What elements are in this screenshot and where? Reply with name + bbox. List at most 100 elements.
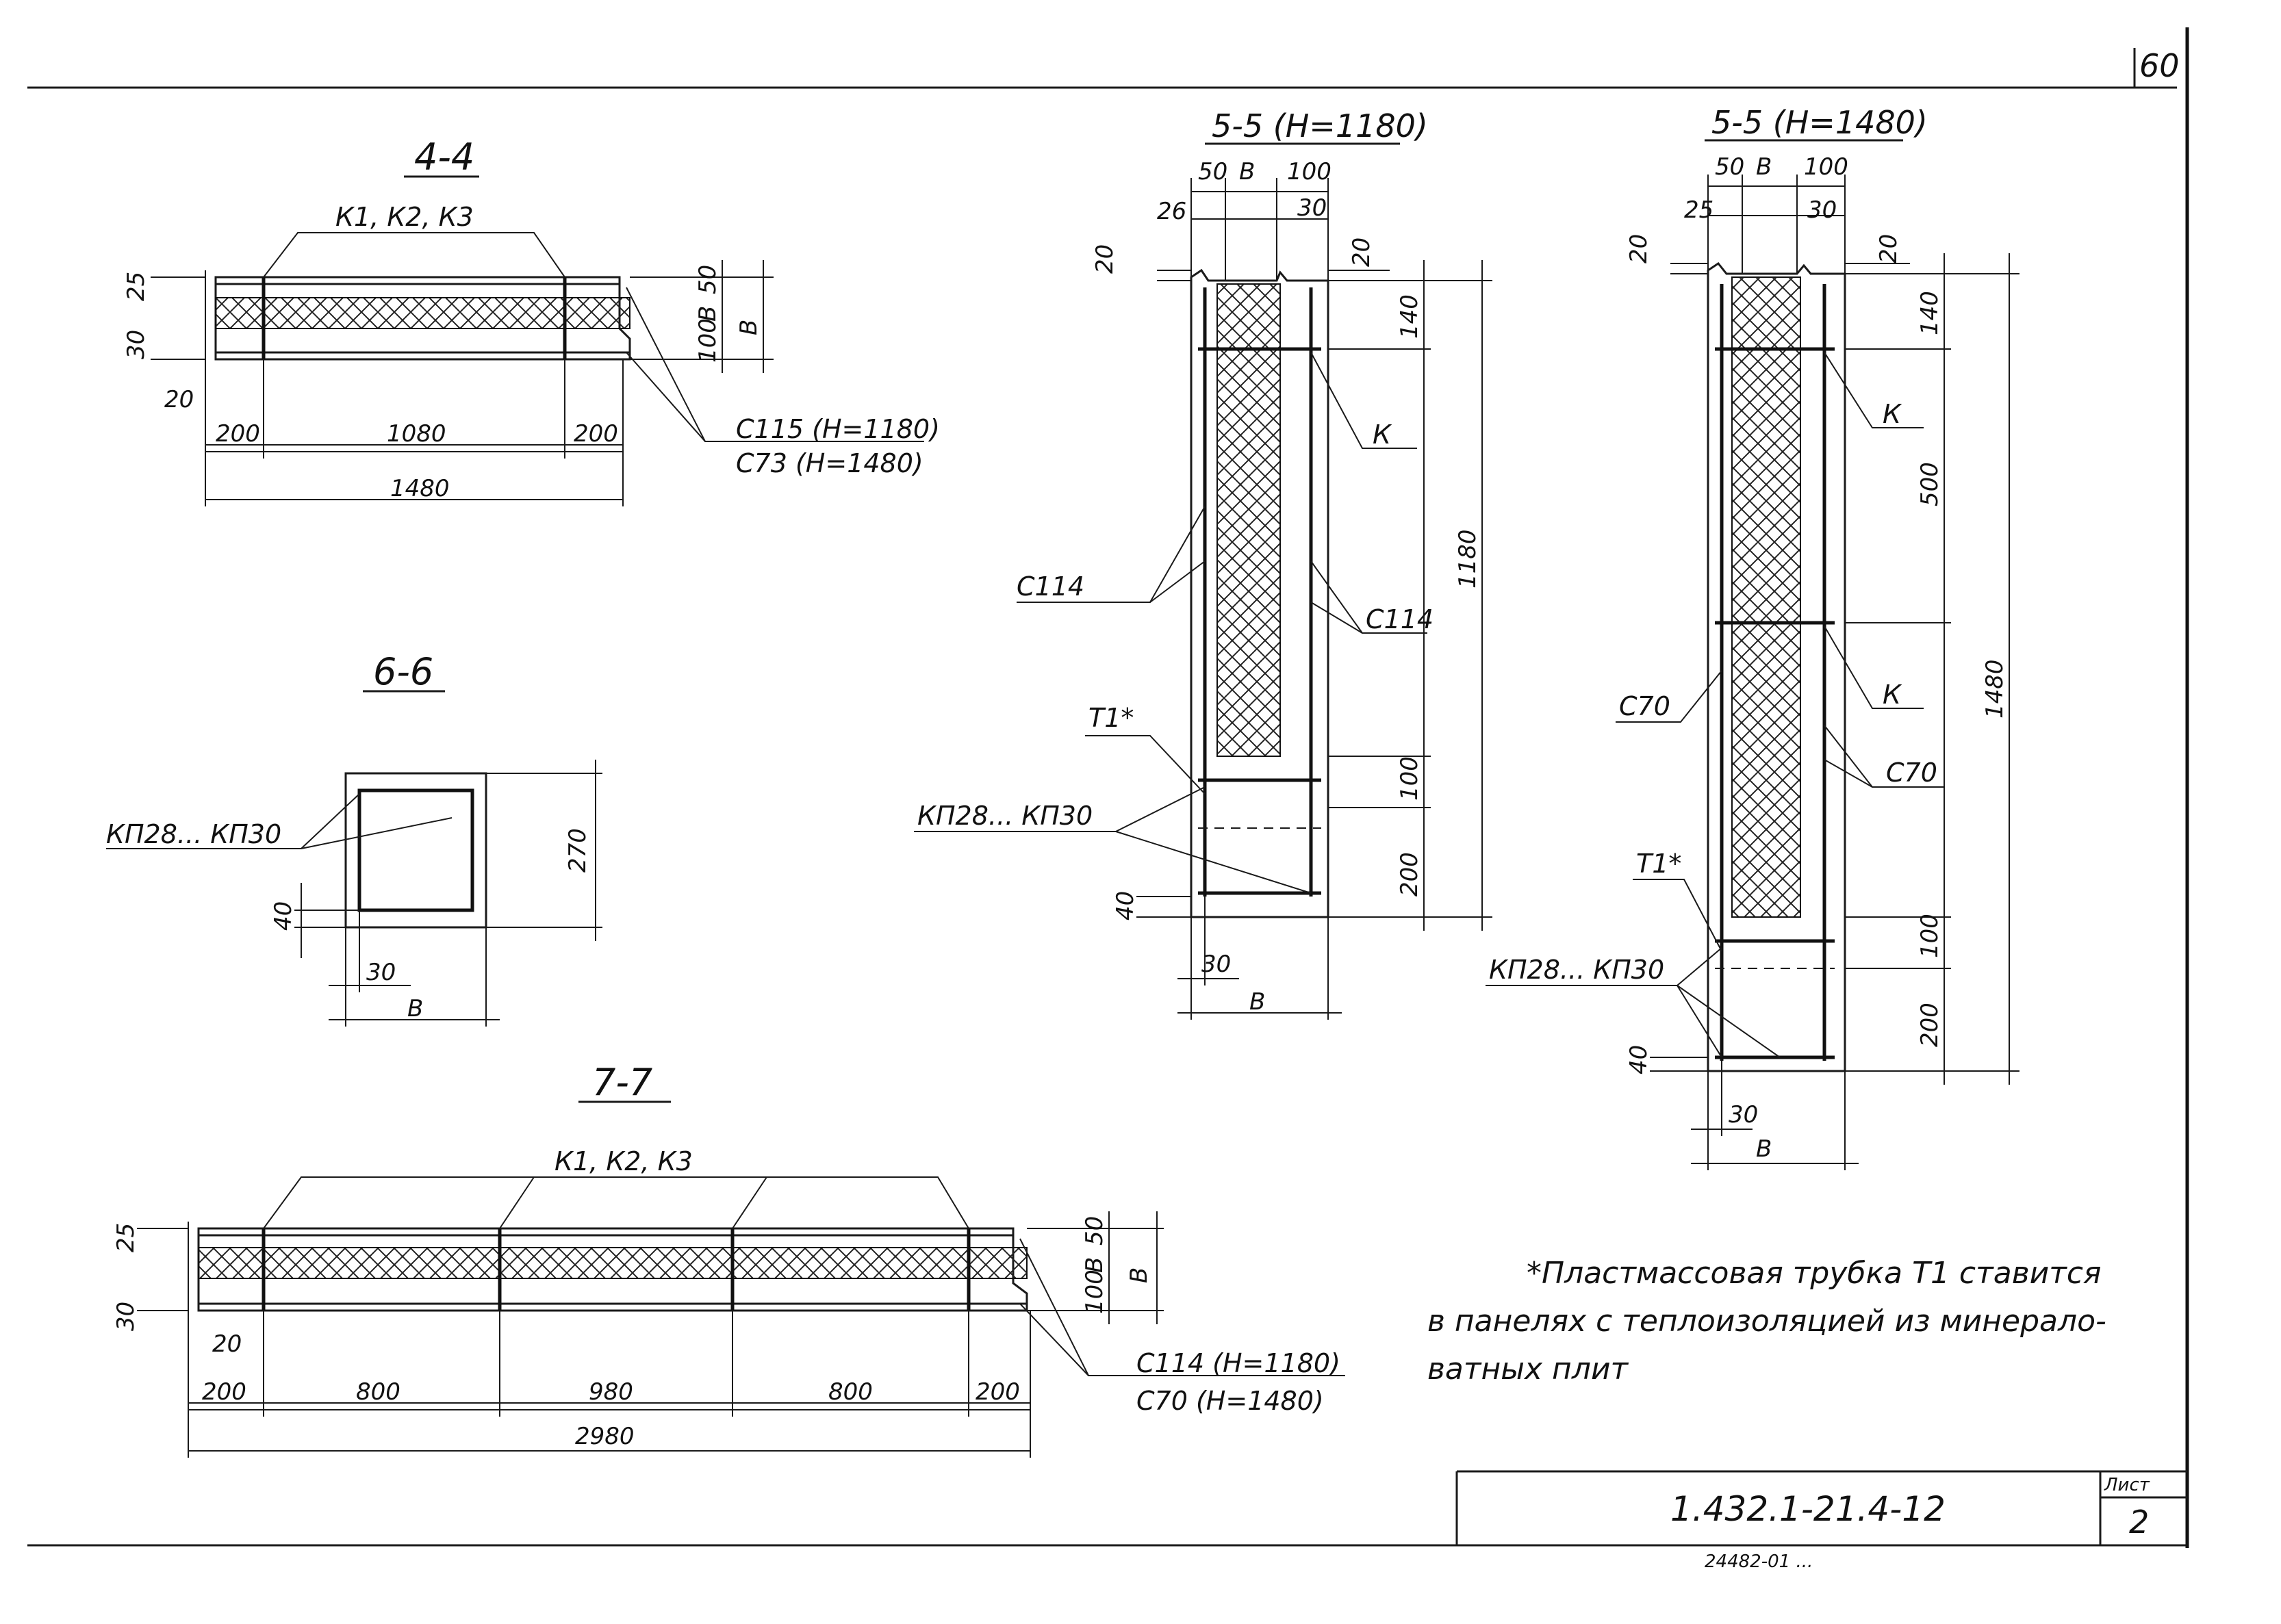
dim-5-5a-Bb: В [1249, 988, 1265, 1016]
dim-7-7-bottom-1: 200 [202, 1378, 246, 1406]
dim-7-7-overall: 2980 [575, 1423, 635, 1450]
insulation-5-5a [1216, 283, 1281, 757]
section-4-4: 4-4 К1, К2, К3 25 30 20 200 1080 200 148… [123, 136, 940, 506]
dim-4-4-left-2: 30 [123, 330, 150, 359]
section-4-4-title: 4-4 [414, 136, 474, 179]
dim-5-5a-30b: 30 [1201, 951, 1231, 978]
dim-6-6-width: В [407, 995, 423, 1022]
dim-4-4-bottom-1: 200 [216, 420, 260, 448]
section-5-5a-title: 5-5 (Н=1180) [1212, 107, 1428, 144]
label-5-5b-K1: К [1883, 399, 1902, 429]
dim-7-7-bottom-4: 800 [828, 1378, 873, 1406]
section-7-7: 7-7 К1, К2, К3 25 30 20 200 800 980 [112, 1061, 1345, 1458]
dim-4-4-overall: 1480 [390, 475, 450, 502]
label-5-5b-C70-right: С70 [1886, 758, 1937, 788]
label-5-5b-KP: КП28... КП30 [1489, 955, 1664, 985]
doc-code: 1.432.1-21.4-12 [1670, 1489, 1946, 1529]
insulation-layer-7-7 [198, 1247, 1028, 1279]
dim-5-5a-30: 30 [1297, 194, 1327, 222]
rebar-label-4-4-2: С73 (Н=1480) [736, 448, 923, 478]
dim-5-5b-100b: 100 [1916, 914, 1944, 958]
section-6-6: 6-6 270 40 30 В КП28... КП30 [106, 650, 602, 1027]
dim-7-7-bottom-3: 980 [589, 1378, 633, 1406]
label-6-6: КП28... КП30 [106, 819, 281, 849]
dim-5-5b-30: 30 [1807, 196, 1837, 224]
dim-5-5a-20-right: 20 [1348, 237, 1375, 267]
label-5-5a-T1: Т1* [1088, 703, 1134, 733]
footnote-line-1: *Пластмассовая трубка Т1 ставится [1527, 1256, 2102, 1291]
sheet-label: Лист [2104, 1475, 2150, 1495]
dim-5-5a-B: В [1239, 158, 1255, 185]
dim-5-5b-B: В [1756, 153, 1772, 181]
dim-5-5b-30b: 30 [1729, 1101, 1758, 1129]
dim-5-5a-40: 40 [1112, 891, 1139, 920]
label-5-5b-K2: К [1883, 680, 1902, 710]
dim-5-5a-140: 140 [1396, 294, 1423, 339]
dim-5-5a-50: 50 [1198, 158, 1227, 185]
label-5-5a-K: К [1373, 420, 1392, 450]
dim-5-5b-20-left: 20 [1625, 234, 1653, 263]
dim-7-7-right-2: В [1081, 1257, 1108, 1273]
section-6-6-title: 6-6 [373, 650, 433, 693]
dim-7-7-bottom-2: 800 [356, 1378, 400, 1406]
dim-5-5b-Bb: В [1756, 1135, 1772, 1163]
page-number: 60 [2139, 47, 2180, 84]
dim-5-5a-200: 200 [1396, 852, 1423, 897]
dim-5-5a-overall: 1180 [1454, 529, 1481, 589]
dim-5-5b-50: 50 [1715, 153, 1744, 181]
dim-5-5b-20-right: 20 [1875, 234, 1902, 263]
footnote-line-2: в панелях с теплоизоляцией из минерало- [1427, 1304, 2106, 1339]
dim-4-4-right-3: 100 [694, 318, 722, 363]
rebar-label-4-4-1: С115 (Н=1180) [736, 414, 940, 444]
dim-5-5b-500: 500 [1916, 462, 1944, 506]
section-5-5b-title: 5-5 (Н=1480) [1711, 104, 1928, 141]
dim-6-6-side: 30 [366, 959, 396, 986]
section-7-7-top-label: К1, К2, К3 [555, 1146, 693, 1176]
insulation-layer [215, 297, 630, 329]
dim-5-5b-140: 140 [1916, 291, 1944, 335]
dim-4-4-bottom-3: 200 [574, 420, 618, 448]
dim-5-5a-26: 26 [1157, 198, 1186, 225]
insulation-5-5b [1731, 276, 1801, 918]
rebar-label-7-7-2: С70 (Н=1480) [1136, 1386, 1324, 1416]
dim-5-5b-100: 100 [1804, 153, 1848, 181]
dim-7-7-bottom-5: 200 [976, 1378, 1020, 1406]
section-7-7-title: 7-7 [592, 1061, 652, 1104]
dim-6-6-height: 270 [564, 828, 591, 873]
dim-5-5a-20-left: 20 [1091, 244, 1119, 274]
dim-5-5a-100b: 100 [1396, 756, 1423, 801]
dim-7-7-left-1: 25 [112, 1223, 140, 1252]
label-5-5a-C114-left: С114 [1017, 571, 1084, 602]
dim-7-7-right-1: 50 [1081, 1216, 1108, 1246]
dim-7-7-right-3: 100 [1081, 1269, 1108, 1314]
rebar-label-7-7-1: С114 (Н=1180) [1136, 1348, 1340, 1378]
dim-5-5a-100: 100 [1287, 158, 1331, 185]
label-5-5b-T1: Т1* [1636, 849, 1681, 879]
dim-5-5b-200: 200 [1916, 1003, 1944, 1047]
sheet-number: 2 [2129, 1504, 2149, 1541]
dim-7-7-left-3: 20 [212, 1330, 242, 1358]
dim-4-4-right-1: 50 [694, 265, 722, 294]
label-5-5b-C70-left: С70 [1619, 691, 1670, 721]
dim-4-4-right-2: В [694, 306, 722, 322]
footnote-line-3: ватных плит [1427, 1352, 1629, 1387]
footnote: *Пластмассовая трубка Т1 ставится в пане… [1427, 1256, 2106, 1387]
dim-7-7-right-4: В [1125, 1267, 1153, 1283]
label-5-5a-KP: КП28... КП30 [917, 801, 1093, 831]
dim-5-5b-overall: 1480 [1981, 659, 2009, 719]
dim-4-4-bottom-2: 1080 [387, 420, 446, 448]
dim-4-4-left-1: 25 [123, 272, 150, 301]
dim-5-5b-40: 40 [1625, 1045, 1653, 1074]
bottom-stamp: 24482-01 ... [1705, 1551, 1813, 1572]
dim-7-7-left-2: 30 [112, 1302, 140, 1331]
sheet-frame [27, 27, 2189, 1548]
section-5-5-h1480: 5-5 (Н=1480) 50 В [1486, 104, 2019, 1170]
section-4-4-top-label: К1, К2, К3 [335, 202, 474, 232]
dim-4-4-right-4: В [735, 320, 763, 335]
dim-4-4-left-3: 20 [164, 386, 194, 413]
dim-5-5b-25: 25 [1684, 196, 1713, 224]
section-5-5-h1180: 5-5 (Н=1180) 50 В 100 26 [914, 107, 1492, 1020]
label-5-5a-C114-right: С114 [1366, 604, 1433, 634]
dim-6-6-bottom: 40 [270, 901, 297, 931]
